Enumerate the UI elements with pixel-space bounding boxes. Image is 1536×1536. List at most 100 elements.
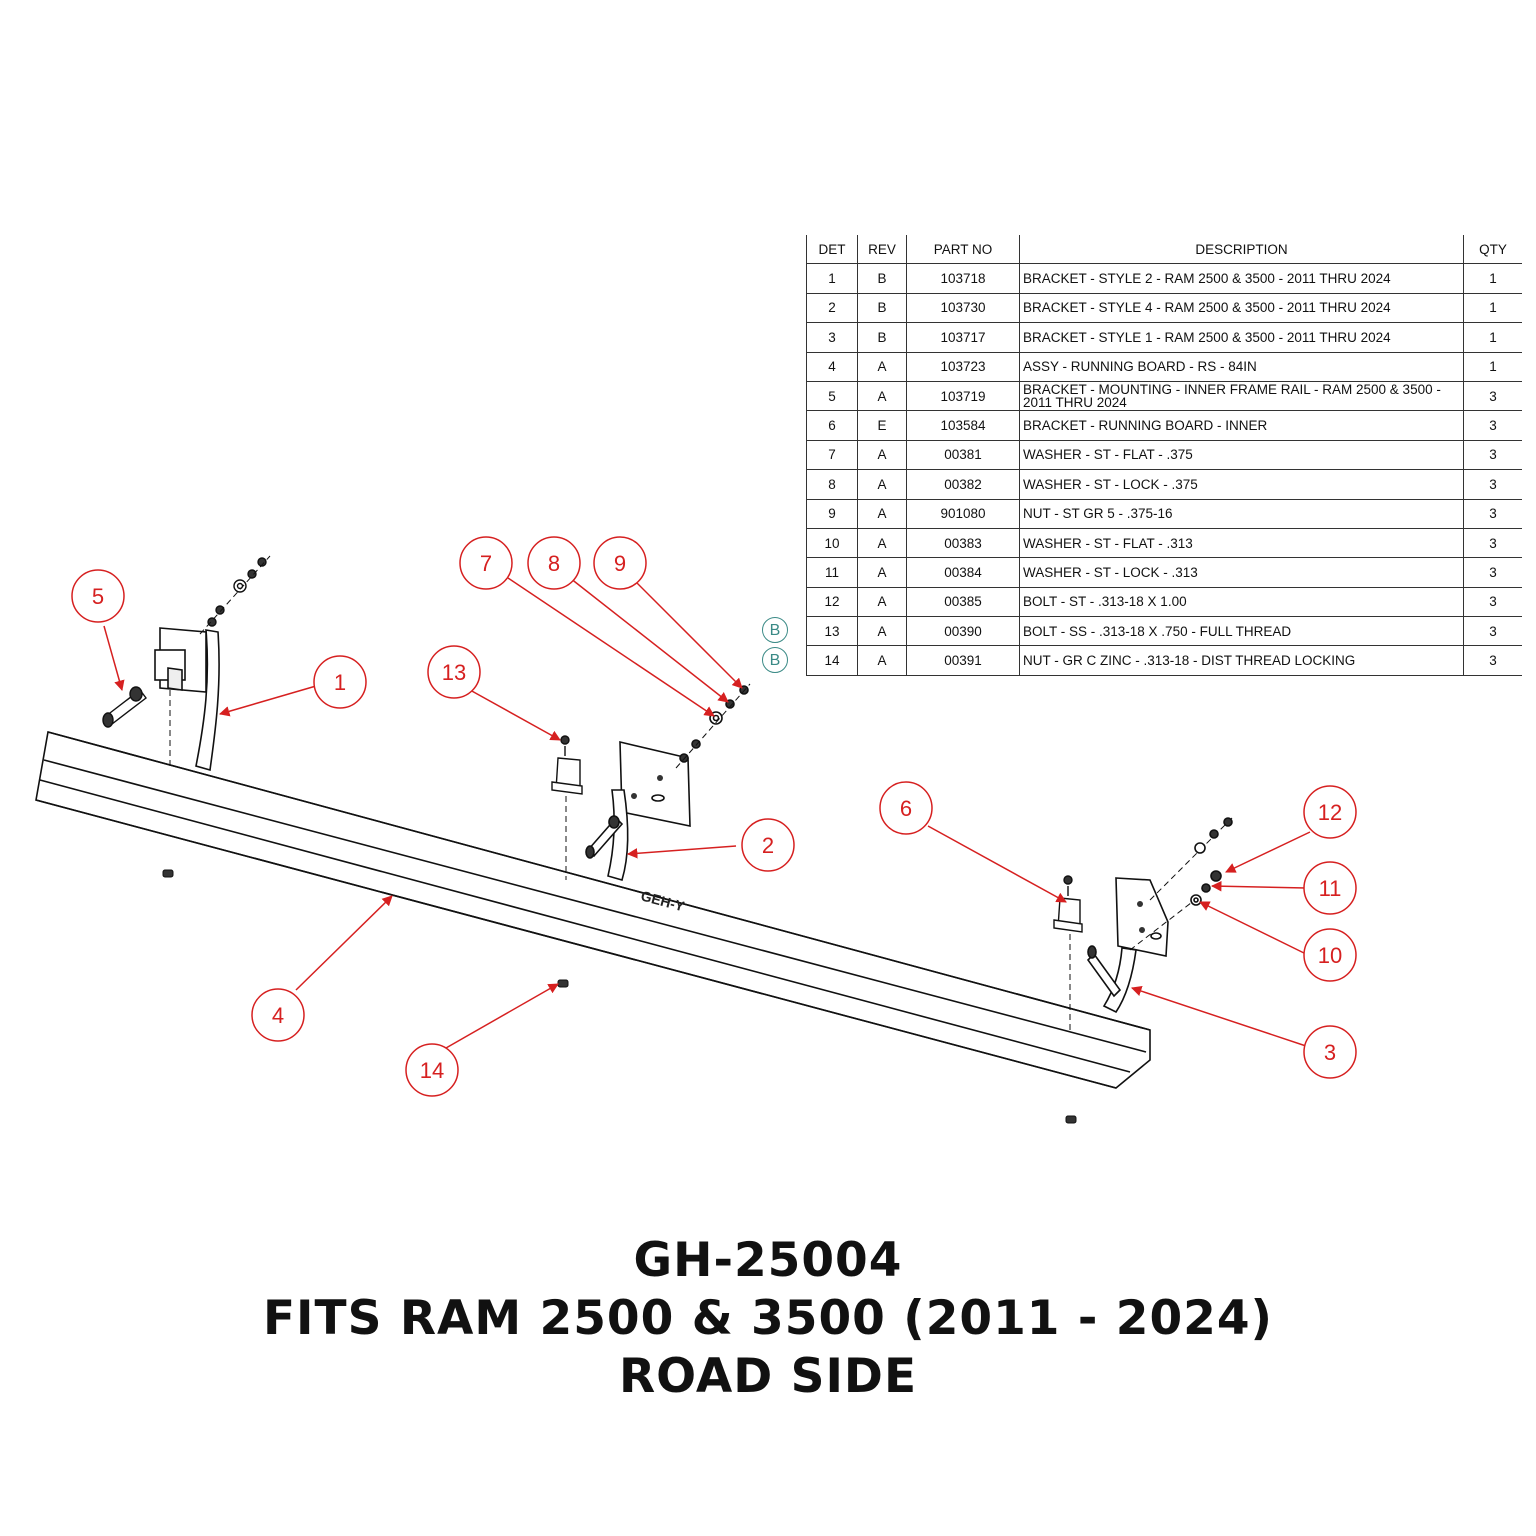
balloon-label: 14 [420, 1058, 444, 1083]
balloon-circle [1303, 928, 1357, 982]
revision-mark: B [762, 647, 788, 673]
bom-cell-part-no: 103584 [906, 410, 1020, 441]
bom-cell-description: WASHER - ST - LOCK - .375 [1019, 469, 1464, 500]
bom-cell-det: 4 [806, 351, 858, 382]
bom-cell-det: 14 [806, 645, 858, 676]
bom-cell-rev: B [857, 263, 907, 294]
bom-cell-description: BOLT - ST - .313-18 X 1.00 [1019, 586, 1464, 618]
bracket-style-4 [585, 683, 751, 881]
balloon-label: 11 [1319, 876, 1342, 901]
bom-cell-part-no: 00385 [906, 586, 1020, 618]
bom-cell-qty: 3 [1463, 439, 1522, 471]
bom-cell-qty: 1 [1463, 351, 1522, 382]
revision-mark: B [762, 617, 788, 643]
balloon-circle [741, 818, 795, 872]
bom-cell-rev: B [857, 292, 907, 324]
fitment-title: FITS RAM 2500 & 3500 (2011 - 2024) [262, 1291, 1274, 1346]
bom-cell-description: BOLT - SS - .313-18 X .750 - FULL THREAD [1019, 616, 1464, 647]
part-number-title: GH-25004 [633, 1233, 903, 1288]
bom-cell-rev: A [857, 645, 907, 676]
bom-cell-det: 6 [806, 410, 858, 441]
bracket-style-1 [1086, 815, 1235, 1014]
balloon-label: 7 [480, 551, 492, 576]
mounting-bracket-bolt [102, 555, 271, 728]
bom-cell-part-no: 103730 [906, 292, 1020, 324]
bom-cell-qty: 3 [1463, 498, 1522, 529]
balloon-circle [1303, 1025, 1357, 1079]
bom-header-part-no: PART NO [906, 235, 1020, 265]
bom-cell-part-no: 103723 [906, 351, 1020, 382]
balloon-circle [459, 536, 513, 590]
balloon-label: 10 [1318, 943, 1342, 968]
inner-bracket-right [1053, 875, 1083, 1030]
balloon-label: 9 [614, 551, 626, 576]
balloon-circle [879, 781, 933, 835]
bom-cell-part-no: 901080 [906, 498, 1020, 529]
balloon-circle [405, 1043, 459, 1097]
bom-cell-rev: A [857, 557, 907, 588]
bom-cell-rev: A [857, 586, 907, 618]
side-title: ROAD SIDE [618, 1349, 918, 1404]
bom-cell-part-no: 103717 [906, 322, 1020, 353]
bom-cell-part-no: 00384 [906, 557, 1020, 588]
bom-cell-qty: 3 [1463, 616, 1522, 647]
bom-cell-det: 11 [806, 557, 858, 588]
bom-cell-qty: 1 [1463, 322, 1522, 353]
bom-cell-det: 12 [806, 586, 858, 618]
balloon-label: 12 [1318, 800, 1342, 825]
bom-cell-description: WASHER - ST - FLAT - .375 [1019, 439, 1464, 471]
balloon-label: 4 [272, 1003, 284, 1028]
inner-bracket-middle [551, 735, 583, 880]
bom-cell-part-no: 00382 [906, 469, 1020, 500]
bom-cell-rev: B [857, 322, 907, 353]
bom-cell-description: WASHER - ST - FLAT - .313 [1019, 527, 1464, 559]
balloon-label: 13 [442, 660, 466, 685]
leader-lines [103, 577, 1311, 1049]
balloon-label: 5 [92, 584, 104, 609]
balloon-circle [1303, 861, 1357, 915]
bom-cell-part-no: 103719 [906, 380, 1020, 412]
bom-cell-rev: A [857, 616, 907, 647]
balloon-circle [251, 988, 305, 1042]
bom-cell-qty: 3 [1463, 380, 1522, 412]
balloon-label: 2 [762, 833, 774, 858]
bom-cell-rev: A [857, 351, 907, 382]
bom-cell-description: BRACKET - RUNNING BOARD - INNER [1019, 410, 1464, 441]
balloon-circle [71, 569, 125, 623]
balloon-circle [1303, 785, 1357, 839]
bom-cell-rev: A [857, 380, 907, 412]
balloon-circle [427, 645, 481, 699]
bom-cell-det: 8 [806, 469, 858, 500]
bom-cell-det: 3 [806, 322, 858, 353]
bom-cell-description: BRACKET - STYLE 2 - RAM 2500 & 3500 - 20… [1019, 263, 1464, 294]
bom-cell-description: BRACKET - STYLE 4 - RAM 2500 & 3500 - 20… [1019, 292, 1464, 324]
title-block: GH-25004 FITS RAM 2500 & 3500 (2011 - 20… [0, 1232, 1536, 1406]
bom-cell-qty: 3 [1463, 586, 1522, 618]
balloon-label: 6 [900, 796, 912, 821]
balloon-circle [593, 536, 647, 590]
bom-cell-qty: 3 [1463, 527, 1522, 559]
bom-cell-part-no: 00381 [906, 439, 1020, 471]
bom-cell-qty: 3 [1463, 410, 1522, 441]
bom-cell-det: 10 [806, 527, 858, 559]
bom-cell-qty: 1 [1463, 263, 1522, 294]
bom-header-det: DET [806, 235, 858, 265]
balloon-label: 3 [1324, 1040, 1336, 1065]
bom-cell-det: 5 [806, 380, 858, 412]
balloon-label: 1 [334, 670, 346, 695]
bom-cell-rev: A [857, 469, 907, 500]
bom-cell-det: 2 [806, 292, 858, 324]
